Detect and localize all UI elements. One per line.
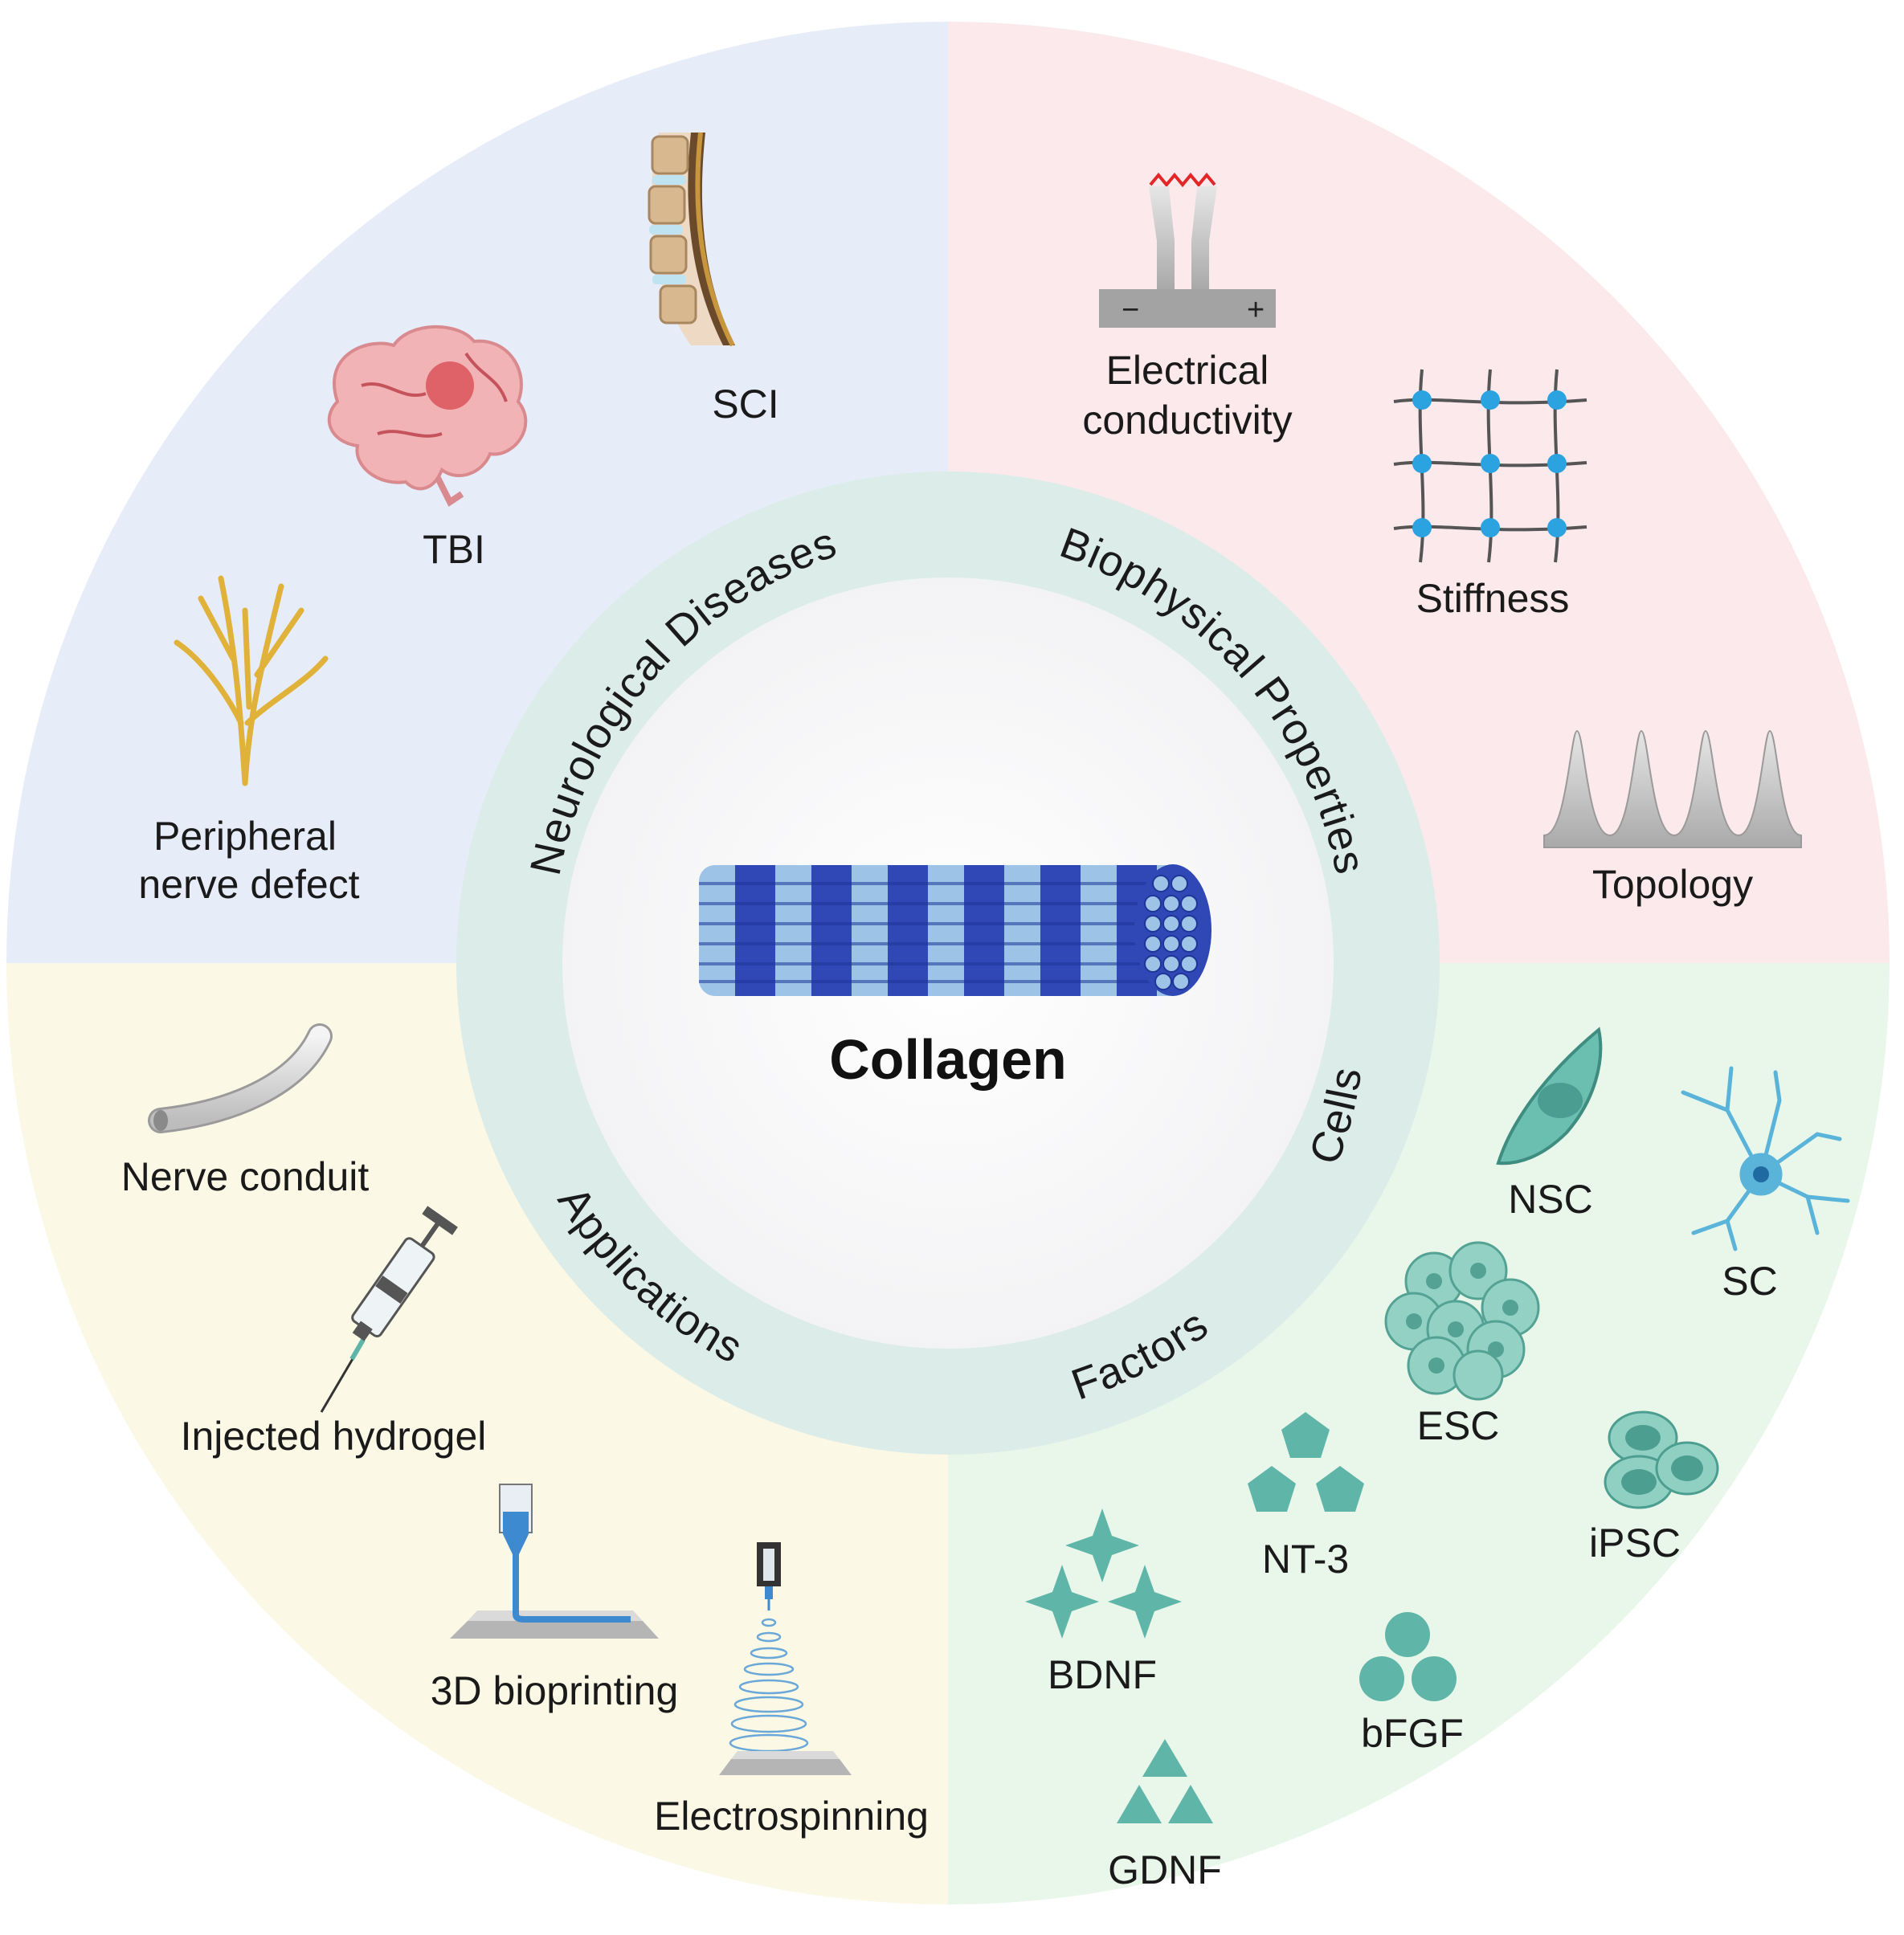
label-injected-hydrogel: Injected hydrogel xyxy=(181,1414,487,1459)
label-nt3: NT-3 xyxy=(1262,1537,1349,1582)
ipsc-cell-icon xyxy=(1604,1410,1719,1509)
label-stiffness: Stiffness xyxy=(1416,576,1570,621)
nerve-branch-icon xyxy=(174,575,329,786)
label-nsc: NSC xyxy=(1508,1177,1593,1222)
topology-peaks-icon xyxy=(1543,729,1802,848)
syringe-icon xyxy=(320,1206,458,1413)
label-electrospinning: Electrospinning xyxy=(654,1794,929,1839)
svg-text:+: + xyxy=(1247,293,1265,327)
label-nerve-conduit: Nerve conduit xyxy=(121,1154,370,1199)
electrodes-icon: − + xyxy=(1099,172,1276,328)
label-3d-bioprinting: 3D bioprinting xyxy=(431,1668,679,1713)
bdnf-factor-icon xyxy=(1025,1508,1182,1639)
label-bdnf: BDNF xyxy=(1048,1652,1157,1697)
nerve-conduit-icon xyxy=(148,1023,333,1133)
label-tbi: TBI xyxy=(423,527,485,572)
label-ipsc: iPSC xyxy=(1589,1521,1681,1566)
label-bfgf: bFGF xyxy=(1361,1711,1464,1756)
stiffness-grid-icon xyxy=(1393,369,1587,563)
collagen-fiber-icon xyxy=(699,864,1211,996)
label-peripheral-line1: Peripheral xyxy=(153,814,337,859)
svg-text:−: − xyxy=(1122,293,1139,327)
label-peripheral-line2: nerve defect xyxy=(138,862,359,907)
label-esc: ESC xyxy=(1417,1403,1500,1448)
gdnf-factor-icon xyxy=(1117,1739,1213,1823)
bfgf-factor-icon xyxy=(1359,1612,1457,1701)
label-electrical-line1: Electrical xyxy=(1106,348,1269,393)
sc-cell-icon xyxy=(1681,1066,1850,1251)
label-electrical-line2: conductivity xyxy=(1082,398,1292,443)
label-sc: SC xyxy=(1722,1259,1777,1304)
esc-cell-icon xyxy=(1384,1241,1540,1401)
brain-icon xyxy=(327,325,528,507)
electrospinning-icon xyxy=(719,1542,852,1775)
label-topology: Topology xyxy=(1592,862,1753,907)
center-title: Collagen xyxy=(829,1028,1067,1091)
bioprinter-icon xyxy=(450,1484,659,1639)
label-gdnf: GDNF xyxy=(1108,1847,1222,1892)
nsc-cell-icon xyxy=(1496,1027,1603,1165)
label-sci: SCI xyxy=(712,382,778,427)
nt3-factor-icon xyxy=(1248,1412,1364,1512)
spine-icon xyxy=(648,132,735,347)
